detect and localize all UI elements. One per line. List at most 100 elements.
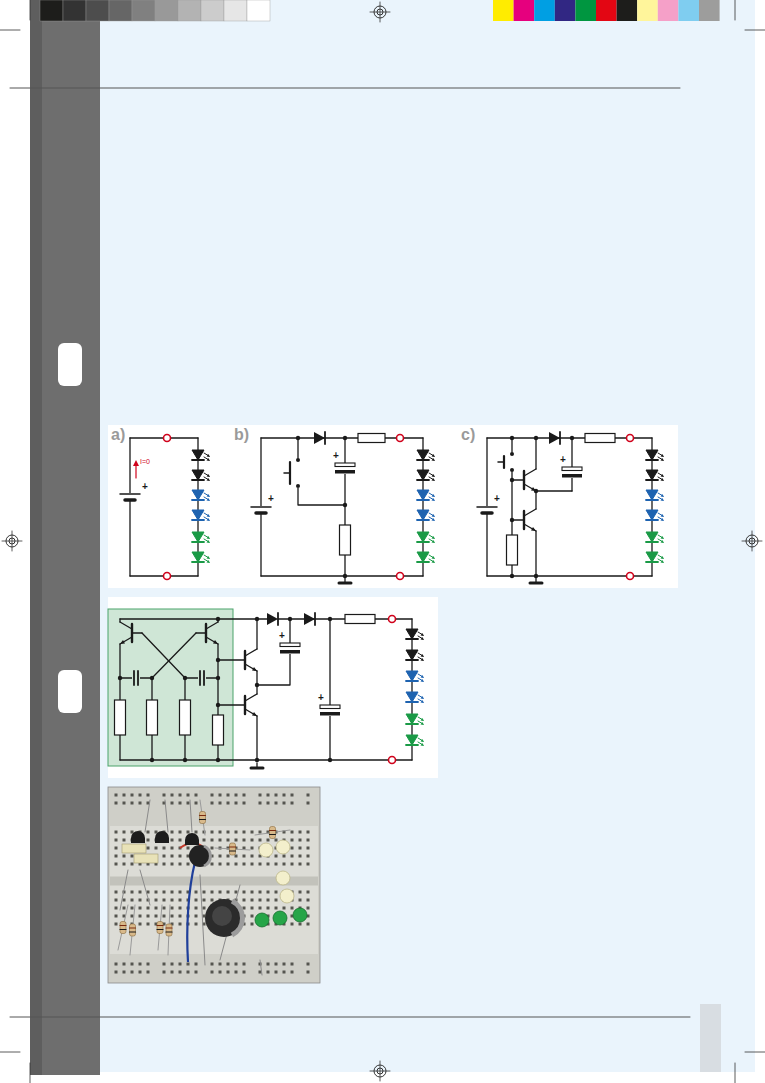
led-symbol: [192, 490, 204, 500]
capacitor-stripe: [232, 901, 243, 935]
wire: [314, 613, 316, 625]
breadboard-hole: [307, 831, 310, 834]
breadboard-hole: [283, 802, 286, 805]
breadboard-hole: [179, 839, 182, 842]
breadboard-hole: [179, 831, 182, 834]
led-arrowhead: [432, 494, 436, 497]
breadboard-hole: [291, 863, 294, 866]
breadboard-hole: [195, 907, 198, 910]
breadboard-hole: [139, 923, 142, 926]
breadboard-hole: [139, 915, 142, 918]
led-symbol: [646, 532, 658, 542]
wire: [125, 498, 135, 502]
led-arrowhead: [207, 494, 211, 497]
breadboard-hole: [211, 847, 214, 850]
led-symbol: [417, 532, 429, 542]
wire: [204, 535, 209, 538]
breadboard-hole: [147, 971, 150, 974]
breadboard-hole: [259, 907, 262, 910]
breadboard-hole: [219, 794, 222, 797]
led-symbol: [646, 450, 658, 460]
breadboard-hole: [131, 915, 134, 918]
wire: [752, 531, 753, 551]
breadboard-hole: [275, 863, 278, 866]
terminal: [389, 616, 396, 623]
breadboard-hole: [235, 831, 238, 834]
diode-symbol: [267, 613, 278, 625]
wire: [646, 499, 658, 501]
terminal: [397, 573, 404, 580]
breadboard-hole: [147, 831, 150, 834]
breadboard-hole: [243, 847, 246, 850]
wire: [646, 541, 658, 543]
breadboard-hole: [163, 863, 166, 866]
wire: [120, 870, 128, 910]
junction-dot: [328, 617, 332, 621]
breadboard-hole: [123, 971, 126, 974]
wire: [523, 471, 525, 489]
breadboard-hole: [283, 971, 286, 974]
breadboard-hole: [251, 899, 254, 902]
wire: [380, 1061, 381, 1081]
led-part: [293, 908, 307, 922]
breadboard-hole: [219, 863, 222, 866]
breadboard-hole: [203, 907, 206, 910]
colour-bar: [534, 0, 555, 21]
breadboard-hole: [251, 831, 254, 834]
led-arrowhead: [661, 540, 665, 543]
breadboard-hole: [171, 839, 174, 842]
wire: [30, 0, 31, 20]
led-symbol: [192, 450, 204, 460]
breadboard-hole: [147, 839, 150, 842]
resistor-part: [130, 924, 136, 936]
breadboard-hole: [123, 802, 126, 805]
led-arrowhead: [421, 675, 425, 678]
breadboard-hole: [251, 839, 254, 842]
capacitor-plate: [562, 467, 582, 471]
resistor-part: [166, 924, 172, 936]
breadboard-hole: [283, 863, 286, 866]
junction-dot: [255, 683, 259, 687]
led-symbol: [406, 650, 418, 660]
wire: [418, 699, 423, 702]
breadboard-hole: [115, 899, 118, 902]
breadboard-hole: [171, 863, 174, 866]
symbol-label: +: [560, 455, 566, 465]
circuit-b: [249, 432, 435, 583]
breadboard-hole: [195, 971, 198, 974]
wire: [429, 555, 434, 558]
breadboard-hole: [195, 923, 198, 926]
breadboard-hole: [299, 863, 302, 866]
capacitor-plate: [320, 705, 340, 709]
breadboard-hole: [251, 891, 254, 894]
led-arrowhead: [421, 700, 425, 703]
wire: [157, 929, 163, 930]
breadboard-hole: [131, 963, 134, 966]
wire: [329, 619, 330, 760]
breadboard-hole: [195, 794, 198, 797]
led-arrowhead: [421, 679, 425, 682]
led-symbol: [406, 735, 418, 745]
led-symbol: [406, 671, 418, 681]
wire: [200, 875, 205, 965]
wire: [137, 671, 139, 685]
led-part: [276, 840, 290, 854]
wire: [166, 931, 172, 932]
breadboard-hole: [211, 794, 214, 797]
wire: [498, 461, 504, 463]
side-bar: [30, 0, 100, 1075]
wire: [192, 519, 204, 521]
junction-dot: [216, 658, 220, 662]
led-arrowhead: [661, 536, 665, 539]
junction-dot: [216, 676, 220, 680]
breadboard-hole: [219, 891, 222, 894]
breadboard-hole: [115, 863, 118, 866]
led-part: [255, 913, 269, 927]
wire: [133, 671, 135, 685]
capacitor-part: [189, 845, 211, 867]
junction-dot: [510, 518, 514, 522]
led-symbol: [192, 532, 204, 542]
wire: [230, 846, 236, 847]
wire: [256, 716, 257, 760]
breadboard-hole: [227, 963, 230, 966]
